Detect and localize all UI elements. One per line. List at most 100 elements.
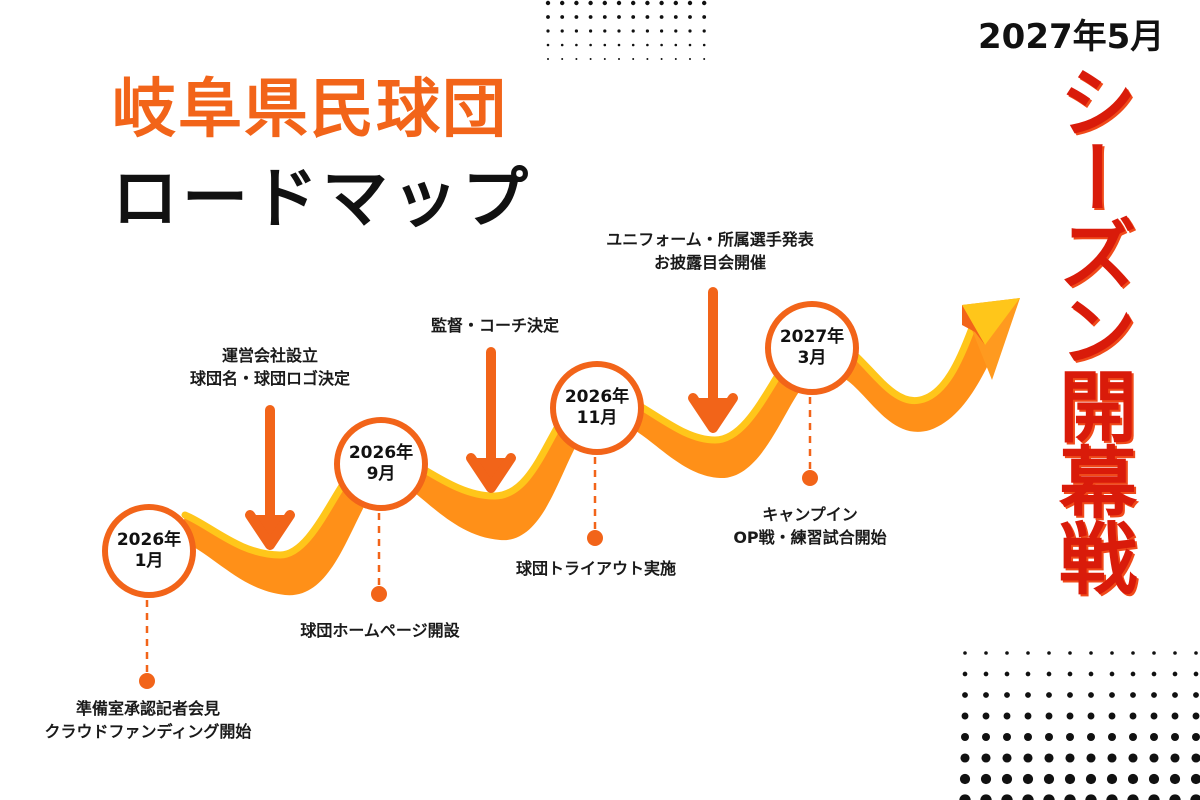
decor-dot [703,58,706,60]
decor-dot [617,29,621,33]
decor-dot [1128,753,1138,763]
decor-dot [645,29,650,33]
decor-dot [1065,753,1075,763]
decor-dot [1087,733,1095,741]
decor-dot [1086,753,1096,763]
timeline-ribbon [180,328,1000,596]
decor-dot [1110,651,1114,655]
decor-dot [960,753,970,763]
decor-dot [963,651,967,655]
decor-dot [546,43,550,47]
event-line: お披露目会開催 [653,253,766,273]
decor-dot [982,712,990,720]
decor-dot [1067,692,1073,698]
decor-dot [688,29,692,33]
decor-dot [1150,733,1158,741]
milestone-event-label: キャンプイン OP戦・練習試合開始 [700,503,920,549]
decor-dot [561,58,564,60]
decor-dot [1046,692,1052,698]
decor-dot [603,43,607,47]
decor-dot [984,651,988,655]
decor-dot [617,15,621,19]
decor-dot [1129,733,1137,741]
decor-dot [1108,712,1116,720]
event-line: クラウドファンディング開始 [44,722,252,742]
decor-dot [1004,692,1010,698]
decor-dot [673,15,678,19]
dot-pattern-bottom [959,651,1200,800]
decor-dot [959,794,971,800]
decor-dot [1169,794,1181,800]
decor-dot [1107,753,1117,763]
decor-dot [1148,773,1160,785]
decor-dot [702,29,706,33]
page-subtitle: ロードマップ [112,160,532,237]
event-line: 準備室承認記者会見 [75,699,220,718]
decor-dot [1025,692,1031,698]
milestone-month: 1月 [134,551,164,571]
decor-dot [660,43,663,47]
decor-dot [574,29,579,33]
decor-dot [660,58,663,60]
decor-dot [631,29,635,33]
decor-dot [1047,651,1051,655]
decor-dot [659,15,664,19]
decor-dot [616,0,622,6]
decor-dot [1149,753,1159,763]
decor-dot [646,58,649,60]
decor-dot [603,58,606,60]
decor-dot [1172,692,1178,698]
ribbon-arrowhead-icon [962,298,1020,380]
decor-dot [1193,692,1199,698]
decor-dot [1044,753,1054,763]
milestone-year: 2026年 [348,442,414,463]
arrow-down-icon [466,347,516,493]
decor-dot [631,43,635,47]
decor-dot [574,15,579,19]
decor-dot [560,15,565,19]
decor-dot [1190,794,1200,800]
arrow-down-icon [245,405,295,550]
decor-dot [983,671,989,677]
decor-dot [962,671,968,677]
decor-dot [1129,712,1137,720]
dot-pattern-top [545,0,707,60]
decor-dot [687,0,693,6]
decor-dot [674,43,678,47]
decor-dot [560,29,564,33]
decor-dot [645,0,650,6]
decor-dot [674,29,678,33]
milestone-event-label: 運営会社設立 球団名・球団ロゴ決定 [150,344,390,390]
decor-dot [1169,773,1181,785]
decor-dot [1150,712,1158,720]
decor-dot [560,0,565,6]
decor-dot [1106,794,1118,800]
decor-dot [602,15,607,19]
decor-dot [1194,651,1198,655]
event-line: 球団ホームページ開設 [300,621,460,640]
decor-dot [961,733,969,741]
decor-dot [589,58,592,60]
decor-dot [1109,671,1115,677]
decor-dot [1193,671,1199,677]
decor-dot [702,43,706,47]
decor-dot [980,794,992,800]
decor-dot [961,712,969,720]
decor-dot [631,15,636,19]
decor-dot [688,15,692,19]
decor-dot [1151,692,1157,698]
decor-dot [1106,773,1118,785]
event-line: ユニフォーム・所属選手発表 [606,230,814,249]
milestone-year: 2026年 [116,529,182,550]
decor-dot [1127,773,1139,785]
milestone-month: 3月 [797,348,827,368]
decor-dot [546,29,550,33]
decor-dot [1026,651,1030,655]
decor-dot [589,29,593,33]
decor-dot [588,0,593,6]
decor-dot [1045,733,1053,741]
event-line: 監督・コーチ決定 [430,316,559,335]
decor-dot [983,692,989,698]
decor-dot [1046,671,1052,677]
decor-dot [574,0,579,6]
